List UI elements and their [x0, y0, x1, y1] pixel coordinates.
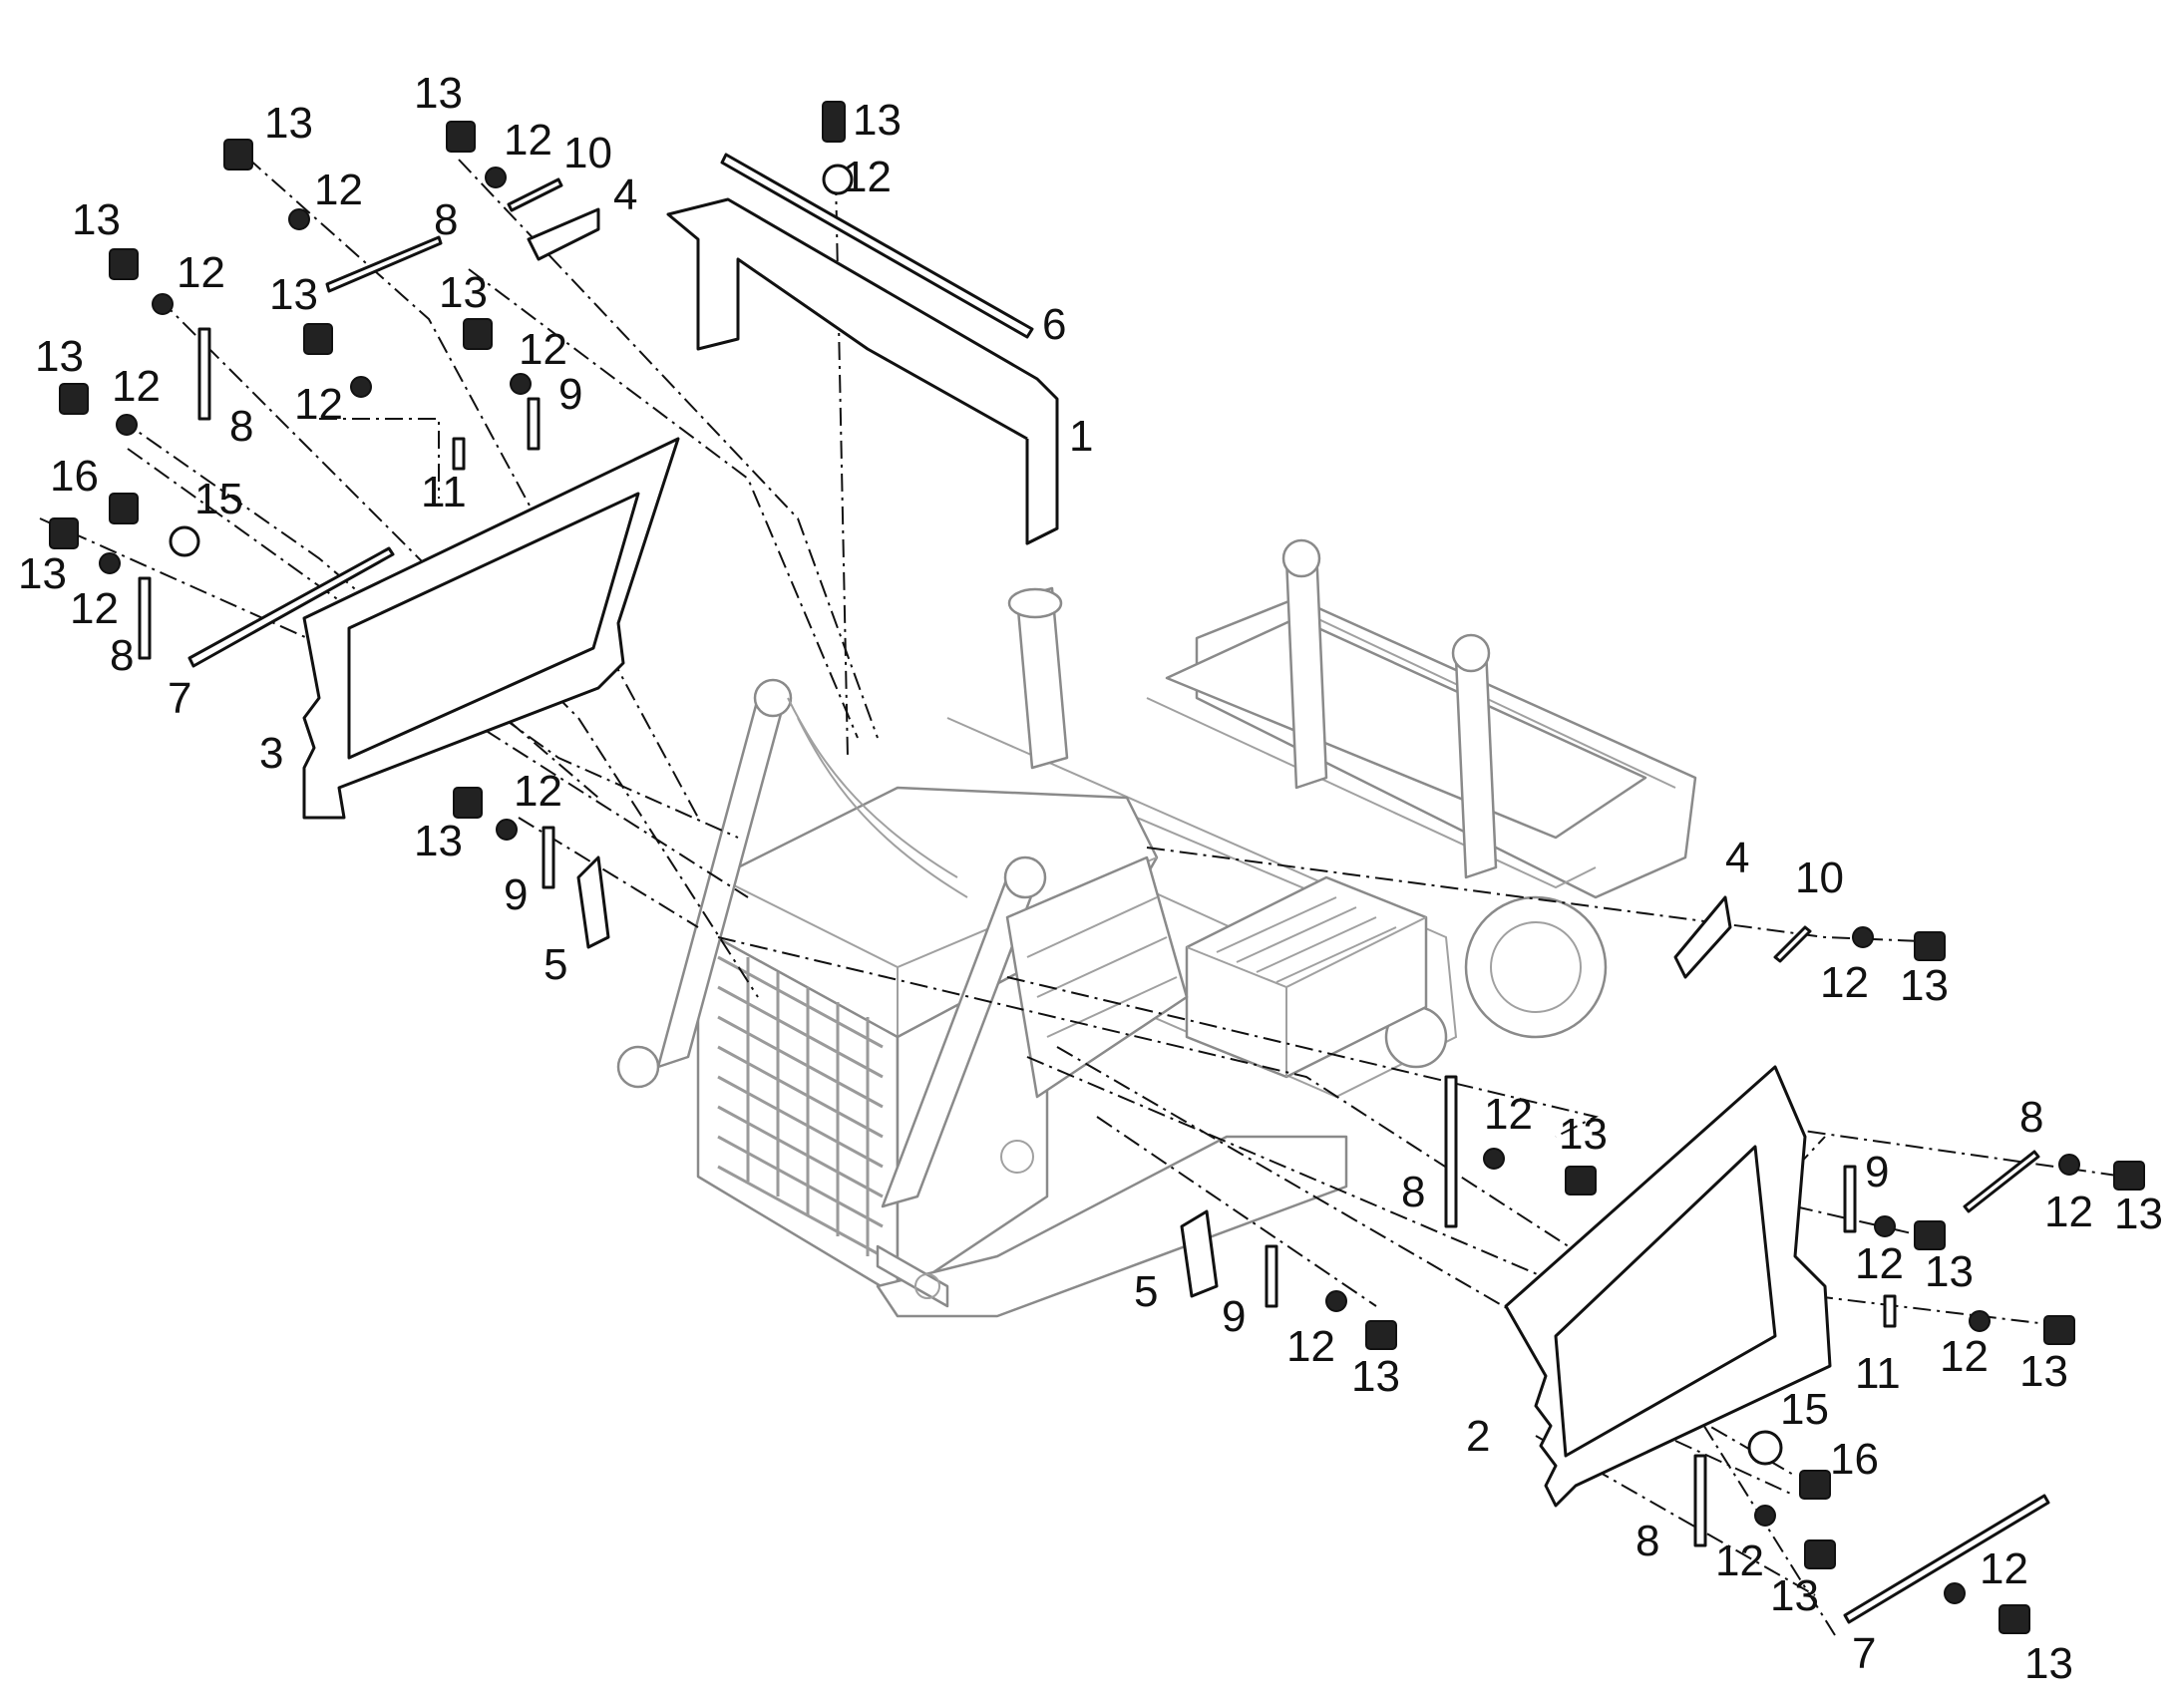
part-5-plate-right	[1180, 1209, 1219, 1298]
callout-13: 13	[439, 268, 488, 317]
washer-icons	[99, 164, 2080, 1604]
bolt-icons	[49, 101, 2145, 1634]
leader-lines	[39, 157, 2125, 1636]
callout-8: 8	[110, 631, 134, 680]
part-6-strip	[720, 153, 1034, 339]
callout-9: 9	[558, 370, 582, 419]
callout-9: 9	[504, 870, 528, 919]
callout-13: 13	[1351, 1352, 1400, 1401]
callout-16: 16	[1830, 1435, 1879, 1484]
callout-4: 4	[1725, 834, 1749, 882]
part-1-guard	[666, 197, 1059, 545]
callout-12: 12	[112, 362, 161, 411]
callout-13: 13	[35, 332, 84, 381]
callout-1: 1	[1069, 412, 1093, 461]
part-5-plate-left	[576, 855, 610, 949]
callout-6: 6	[1042, 300, 1066, 349]
callout-12: 12	[1715, 1537, 1764, 1585]
callout-12: 12	[314, 166, 363, 214]
callout-13: 13	[72, 195, 121, 244]
callout-11: 11	[1855, 1349, 1901, 1398]
callout-12: 12	[519, 325, 567, 374]
callout-13: 13	[414, 817, 463, 865]
callout-4: 4	[613, 171, 637, 219]
part-7-strip-right	[1843, 1494, 2050, 1624]
callout-13: 13	[18, 549, 67, 598]
callout-16: 16	[50, 452, 99, 501]
callout-13: 13	[264, 99, 313, 148]
callout-7: 7	[1852, 1629, 1876, 1678]
callout-8: 8	[1635, 1517, 1659, 1565]
callout-9: 9	[1222, 1292, 1246, 1341]
part-4-plate-left	[527, 207, 600, 261]
callout-10: 10	[1795, 854, 1844, 902]
callout-12: 12	[514, 767, 562, 816]
callout-12: 12	[1980, 1544, 2028, 1593]
callout-12: 12	[2044, 1188, 2093, 1236]
callout-11: 11	[421, 468, 467, 516]
part-7-strip-left	[187, 546, 395, 668]
callout-12: 12	[1820, 958, 1869, 1007]
machine-chassis	[616, 538, 1697, 1318]
callout-labels: 1 2 3 4 4 5 5 6 7 7 8 8 8 8 8 8 9 9 9 9 …	[18, 69, 2163, 1688]
callout-8: 8	[229, 402, 253, 451]
callout-12: 12	[294, 380, 343, 429]
callout-12: 12	[1484, 1090, 1533, 1139]
callout-8: 8	[1401, 1168, 1425, 1216]
callout-12: 12	[504, 116, 552, 165]
callout-13: 13	[2019, 1347, 2068, 1396]
callout-13: 13	[1559, 1110, 1608, 1159]
callout-13: 13	[269, 270, 318, 319]
callout-15: 15	[1780, 1385, 1829, 1434]
callout-8: 8	[434, 195, 458, 244]
callout-7: 7	[168, 674, 191, 723]
radiator-grille	[717, 955, 884, 1258]
callout-10: 10	[563, 129, 612, 177]
callout-13: 13	[1770, 1571, 1819, 1620]
callout-12: 12	[177, 248, 225, 297]
callout-3: 3	[259, 729, 283, 778]
callout-5: 5	[544, 940, 567, 989]
loose-parts	[49, 101, 2145, 1634]
callout-15: 15	[194, 475, 243, 523]
callout-12: 12	[1855, 1239, 1904, 1288]
callout-8: 8	[2019, 1093, 2043, 1142]
callout-13: 13	[1900, 961, 1949, 1010]
part-4-plate-right	[1673, 895, 1732, 979]
callout-13: 13	[1925, 1247, 1974, 1296]
callout-12: 12	[1940, 1332, 1989, 1381]
callout-12: 12	[70, 584, 119, 633]
callout-9: 9	[1865, 1148, 1889, 1196]
callout-5: 5	[1134, 1267, 1158, 1316]
callout-12: 12	[843, 153, 892, 201]
callout-13: 13	[2024, 1639, 2073, 1688]
callout-13: 13	[2114, 1190, 2163, 1238]
callout-2: 2	[1466, 1412, 1490, 1461]
callout-13: 13	[853, 96, 902, 145]
callout-12: 12	[1286, 1322, 1335, 1371]
callout-13: 13	[414, 69, 463, 118]
